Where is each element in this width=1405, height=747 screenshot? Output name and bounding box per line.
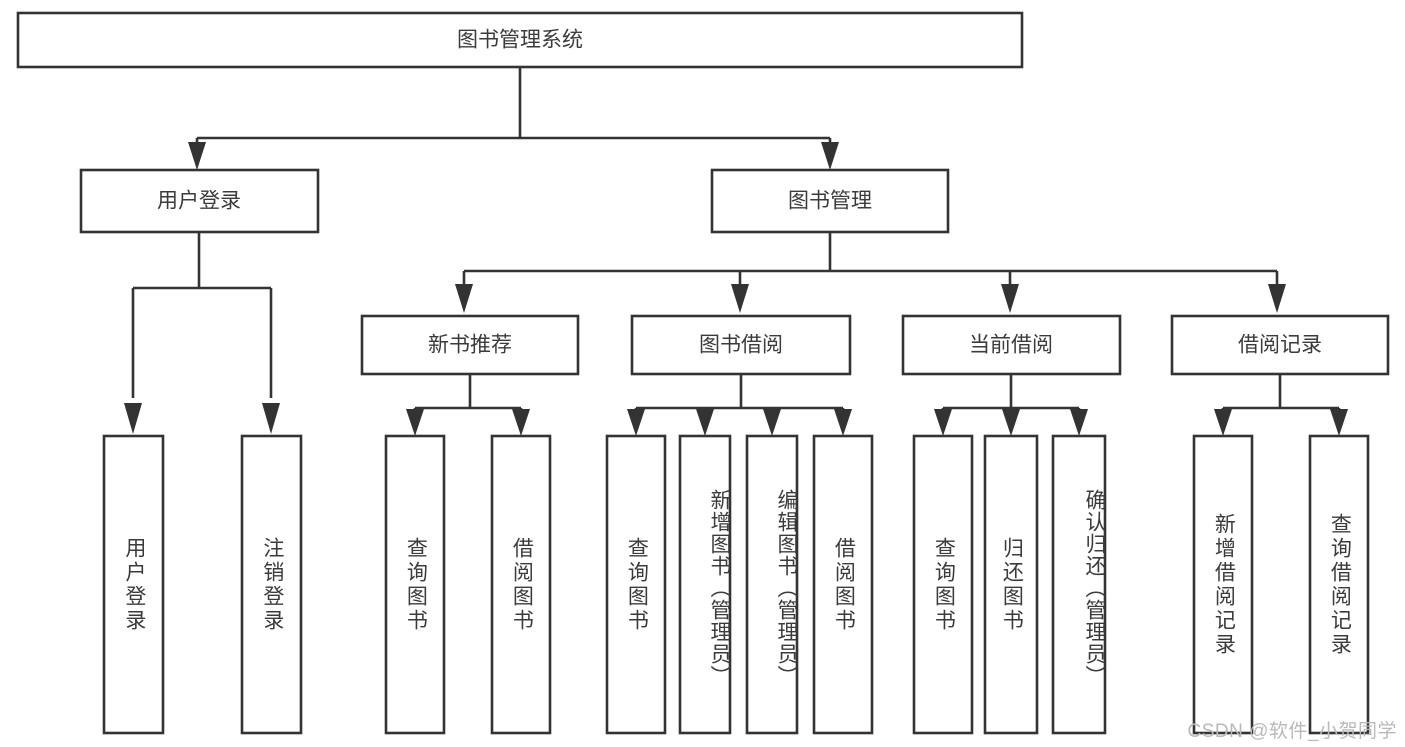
node-borrow-record-box (1170, 314, 1390, 376)
leaf-box-query-borrow-record[interactable] (1308, 434, 1370, 735)
arrow-head-root-to-user-login (188, 142, 206, 170)
arrow-head-current-borrow-leaf-1 (934, 409, 952, 436)
csdn-watermark: CSDN @软件_小贺同学 (1187, 721, 1397, 742)
leaf-box-query-book-1[interactable] (384, 434, 446, 735)
leaf-box-edit-book-admin[interactable] (745, 434, 799, 735)
arrow-head-root-to-book-mgmt (821, 142, 839, 170)
leaf-box-query-book-3[interactable] (912, 434, 974, 735)
arrow-head-book-borrow-leaf-3 (763, 409, 781, 436)
node-book-management[interactable]: 图书管理 (710, 168, 950, 234)
leaf-box-confirm-return-admin[interactable] (1051, 434, 1107, 735)
arrow-head-borrow-record-leaf-1 (1214, 409, 1232, 436)
leaf-box-borrow-book-1[interactable] (490, 434, 552, 735)
node-new-book-recommend-box (360, 314, 580, 376)
node-user-login-label: 用户登录 (157, 190, 241, 213)
node-book-borrow-box (630, 314, 852, 376)
arrow-head-current-borrow-leaf-2 (1002, 409, 1020, 436)
leaf-box-query-book-2[interactable] (605, 434, 667, 735)
node-root-system[interactable]: 图书管理系统 (16, 11, 1024, 69)
leaf-box-return-book[interactable] (983, 434, 1039, 735)
node-borrow-record-label: 借阅记录 (1238, 334, 1322, 357)
arrow-head-borrow-record-leaf-2 (1330, 409, 1348, 436)
arrow-head-user-login-leaf-2 (262, 403, 280, 434)
node-book-management-box (710, 168, 950, 234)
node-current-borrow-label: 当前借阅 (969, 334, 1053, 357)
leaf-box-user-login[interactable] (102, 434, 165, 735)
leaf-box-logout[interactable] (240, 434, 303, 735)
arrow-head-to-current-borrow (1001, 284, 1019, 313)
node-current-borrow[interactable]: 当前借阅 (901, 314, 1122, 376)
arrow-head-new-book-leaf-2 (512, 409, 530, 436)
arrow-head-new-book-leaf-1 (406, 409, 424, 436)
arrow-head-to-borrow-record (1268, 284, 1286, 313)
arrow-head-current-borrow-leaf-3 (1070, 409, 1088, 436)
node-new-book-recommend-label: 新书推荐 (428, 334, 512, 357)
node-new-book-recommend[interactable]: 新书推荐 (360, 314, 580, 376)
arrow-head-to-new-book (455, 284, 473, 313)
leaf-box-add-borrow-record[interactable] (1192, 434, 1254, 735)
node-book-management-label: 图书管理 (788, 190, 872, 213)
arrow-head-user-login-leaf-1 (124, 403, 142, 434)
node-current-borrow-box (901, 314, 1122, 376)
arrow-head-to-book-borrow (731, 284, 749, 313)
arrow-head-book-borrow-leaf-1 (627, 409, 645, 436)
node-user-login[interactable]: 用户登录 (79, 168, 320, 234)
arrow-head-book-borrow-leaf-2 (696, 409, 714, 436)
leaf-box-add-book-admin[interactable] (678, 434, 732, 735)
leaf-box-borrow-book-2[interactable] (812, 434, 874, 735)
node-root-system-label: 图书管理系统 (457, 29, 583, 52)
node-book-borrow[interactable]: 图书借阅 (630, 314, 852, 376)
node-root-system-box (16, 11, 1024, 69)
arrow-head-book-borrow-leaf-4 (834, 409, 852, 436)
node-book-borrow-label: 图书借阅 (699, 334, 783, 357)
node-borrow-record[interactable]: 借阅记录 (1170, 314, 1390, 376)
